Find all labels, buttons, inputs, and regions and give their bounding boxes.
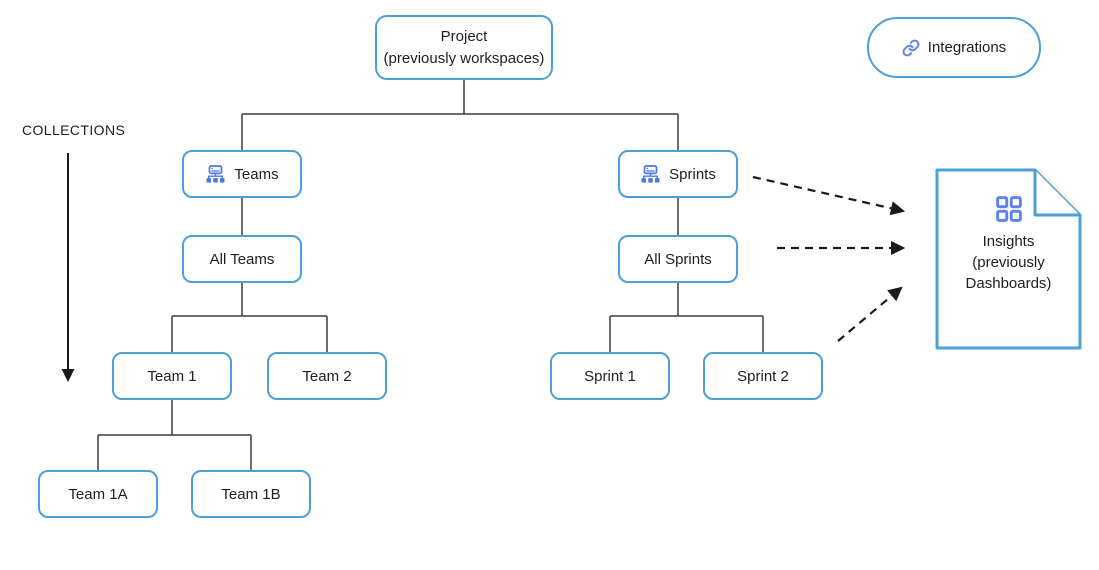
connector-allteams-split bbox=[171, 283, 328, 352]
integrations-pill: Integrations bbox=[867, 17, 1041, 78]
dashed-arrow-sprints-insights bbox=[752, 175, 906, 216]
insights-line3: Dashboards) bbox=[965, 275, 1052, 292]
node-sprints-label: Sprints bbox=[669, 165, 716, 183]
collections-label: COLLECTIONS bbox=[22, 122, 126, 138]
link-icon bbox=[902, 39, 920, 57]
insights-line1: Insights bbox=[982, 233, 1035, 250]
node-team-2: Team 2 bbox=[267, 352, 387, 400]
grid-icon bbox=[995, 196, 1022, 222]
node-sprint-2: Sprint 2 bbox=[703, 352, 823, 400]
insights-document-fold bbox=[1033, 170, 1080, 217]
node-sprint-2-label: Sprint 2 bbox=[737, 367, 789, 385]
connector-project-split bbox=[241, 80, 679, 150]
node-sprint-1-label: Sprint 1 bbox=[584, 367, 636, 385]
insights-document: Insights (previously Dashboards) bbox=[937, 170, 1080, 348]
connector-allsprints-split bbox=[609, 283, 764, 352]
node-teams: Teams bbox=[182, 150, 302, 198]
node-team-1: Team 1 bbox=[112, 352, 232, 400]
org-chart-icon bbox=[205, 164, 226, 184]
node-all-teams: All Teams bbox=[182, 235, 302, 283]
node-all-sprints: All Sprints bbox=[618, 235, 738, 283]
node-teams-label: Teams bbox=[234, 165, 279, 183]
node-project: Project (previously workspaces) bbox=[375, 15, 553, 80]
insights-line2: (previously bbox=[972, 254, 1045, 271]
node-team-1b: Team 1B bbox=[191, 470, 311, 518]
node-team-1b-label: Team 1B bbox=[221, 485, 281, 503]
node-project-line2: (previously workspaces) bbox=[383, 49, 545, 67]
node-team-2-label: Team 2 bbox=[302, 367, 352, 385]
integrations-label: Integrations bbox=[927, 39, 1007, 56]
node-project-line1: Project bbox=[440, 27, 488, 45]
connector-team1-split bbox=[97, 400, 252, 470]
node-team-1-label: Team 1 bbox=[147, 367, 197, 385]
node-team-1a: Team 1A bbox=[38, 470, 158, 518]
org-chart-icon bbox=[640, 164, 661, 184]
node-sprint-1: Sprint 1 bbox=[550, 352, 670, 400]
node-sprints: Sprints bbox=[618, 150, 738, 198]
node-team-1a-label: Team 1A bbox=[68, 485, 128, 503]
dashed-arrow-sprinttree-insights bbox=[837, 286, 903, 342]
node-all-sprints-label: All Sprints bbox=[644, 250, 712, 268]
node-all-teams-label: All Teams bbox=[209, 250, 275, 268]
